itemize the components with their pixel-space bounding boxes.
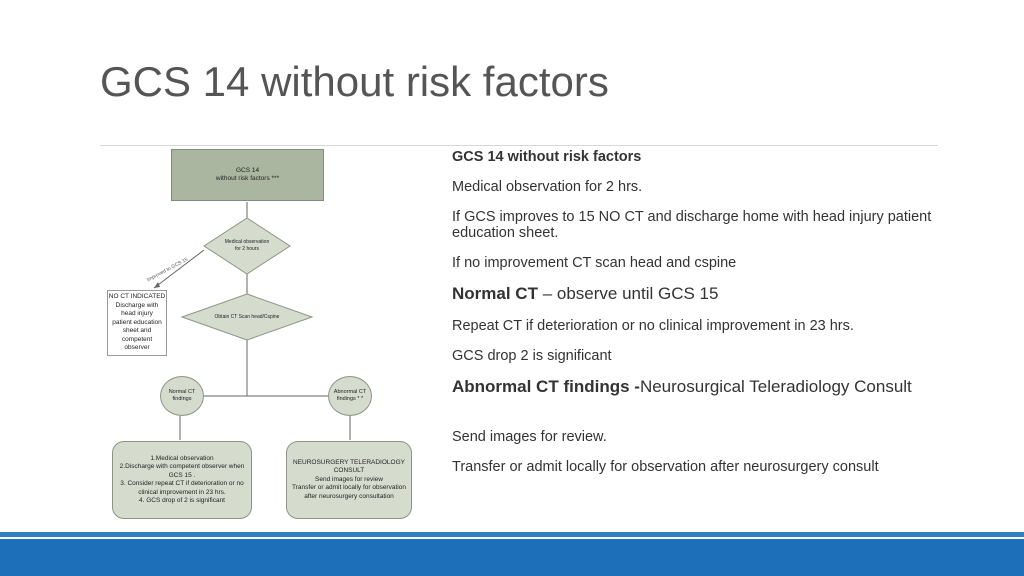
start-box-line2: without risk factors ***: [215, 175, 280, 182]
no-ct-line: Discharge with: [115, 301, 159, 309]
notes-drop: GCS drop 2 is significant: [452, 348, 612, 364]
title-divider: [100, 145, 938, 146]
edge-improved: [153, 249, 205, 289]
no-ct-line: head injury: [121, 310, 153, 318]
slide-title: GCS 14 without risk factors: [100, 58, 609, 105]
normal-result-line: clinical improvement in 23 hrs.: [138, 488, 226, 496]
footer-accent-line: [0, 532, 1024, 537]
abnormal-ct-line1: Abnormal CT: [333, 389, 367, 395]
abnormal-ct-text: Neurosurgical Teleradiology Consult: [639, 377, 912, 396]
no-ct-box: NO CT INDICATED Discharge with head inju…: [107, 290, 167, 356]
notes-heading: GCS 14 without risk factors: [452, 149, 642, 165]
abnormal-ct-line2: findings * *: [336, 396, 364, 402]
normal-result-box: 1.Medical observation 2.Discharge with c…: [112, 441, 252, 519]
normal-ct-line1: Normal CT: [168, 389, 196, 395]
notes-abnormal-ct: Abnormal CT findings -Neurosurgical Tele…: [452, 378, 932, 396]
ct-diamond-text: Obtain CT Scan head/Cspine: [214, 313, 280, 320]
normal-ct-label: Normal CT: [452, 284, 538, 303]
flowchart-connectors: [153, 202, 351, 440]
notes-no-improvement: If no improvement CT scan head and cspin…: [452, 255, 737, 271]
no-ct-line: sheet and: [122, 327, 152, 335]
abnormal-result-line: Transfer or admit locally for observatio…: [292, 484, 406, 492]
no-ct-line: competent: [121, 335, 153, 343]
normal-ct-text: – observe until GCS 15: [537, 284, 719, 303]
notes-improves: If GCS improves to 15 NO CT and discharg…: [452, 209, 932, 241]
notes-repeat: Repeat CT if deterioration or no clinica…: [452, 318, 854, 334]
normal-result-line: 1.Medical observation: [150, 454, 214, 462]
notes-transfer: Transfer or admit locally for observatio…: [452, 459, 879, 475]
notes-normal-ct: Normal CT – observe until GCS 15: [452, 284, 718, 304]
notes-send: Send images for review.: [452, 429, 607, 445]
observation-line1: Medical observation: [224, 239, 270, 245]
normal-result-line: 2.Discharge with competent observer when: [119, 463, 245, 470]
abnormal-result-line: NEUROSURGERY TELERADIOLOGY: [293, 458, 405, 466]
abnormal-ct-label: Abnormal CT findings -: [452, 377, 640, 396]
no-ct-line: patient education: [112, 318, 162, 326]
no-ct-line: observer: [124, 344, 150, 352]
notes-observation: Medical observation for 2 hrs.: [452, 179, 643, 195]
normal-ct-line2: findings: [172, 396, 192, 402]
abnormal-result-line: CONSULT: [333, 467, 365, 475]
abnormal-result-line: after neurosurgery consultation: [304, 492, 394, 500]
observation-diamond-text: Medical observation for 2 hours: [204, 238, 290, 254]
abnormal-result-box: NEUROSURGERY TELERADIOLOGY CONSULT Send …: [286, 441, 412, 519]
footer-bar: [0, 539, 1024, 576]
normal-ct-node: Normal CT findings: [160, 376, 204, 416]
arrow-head-icon: [154, 282, 160, 288]
diamond-ct-shape: [180, 293, 314, 341]
diamond-observation-shape: [203, 217, 291, 275]
flowchart: GCS 14 without risk factors *** Medical …: [100, 140, 430, 530]
no-ct-line: NO CT INDICATED: [108, 293, 166, 301]
observation-line2: for 2 hours: [235, 246, 259, 252]
normal-result-line: 4. GCS drop of 2 is significant: [139, 497, 225, 504]
normal-result-line: 3. Consider repeat CT if deterioration o…: [120, 480, 244, 487]
normal-result-line: GCS 15 .: [168, 471, 196, 479]
abnormal-result-line: Send images for review: [315, 475, 383, 483]
start-box: GCS 14 without risk factors ***: [171, 149, 324, 201]
abnormal-ct-node: Abnormal CT findings * *: [328, 376, 372, 416]
start-box-line1: GCS 14: [235, 166, 260, 174]
